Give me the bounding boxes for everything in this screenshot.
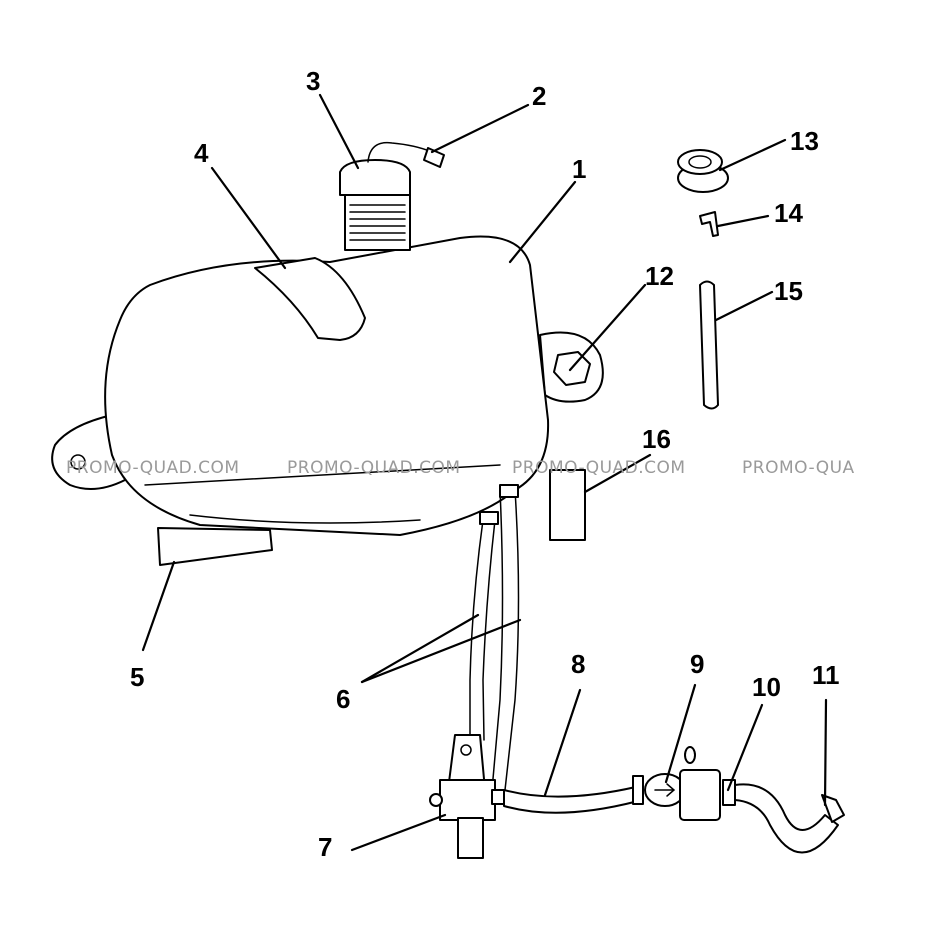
hose-b-right	[504, 489, 520, 791]
leader-5	[141, 560, 176, 652]
callout-2: 2	[532, 81, 546, 111]
tank-rear-mount-ear	[51, 414, 126, 490]
leader-16	[583, 453, 652, 494]
filter-nipple	[684, 746, 696, 764]
leader-14	[716, 214, 770, 228]
callout-4: 4	[194, 138, 209, 168]
tank-pad	[254, 257, 366, 341]
leader-2	[430, 103, 530, 154]
fuel-tank	[51, 235, 604, 536]
leader-12	[568, 283, 647, 372]
callout-14: 14	[774, 198, 803, 228]
hose-clamp-a	[479, 511, 499, 525]
filler-neck	[344, 189, 411, 251]
tap-screw	[429, 793, 443, 807]
callout-5: 5	[130, 662, 144, 692]
callout-12: 12	[645, 261, 674, 291]
leader-3	[318, 93, 360, 170]
hose-clamp-b	[499, 484, 519, 498]
leader-6a	[360, 613, 480, 684]
callout-13: 13	[790, 126, 819, 156]
callout-numbers: 1 2 3 4 5 6 7 8 9 10 11 12 13 14 15 16	[130, 66, 840, 862]
outlet-hose	[734, 783, 839, 854]
leader-1	[508, 180, 577, 264]
leader-7	[350, 813, 447, 852]
tap-lever	[457, 817, 484, 859]
filter-body	[679, 769, 721, 821]
hose-a-left	[469, 519, 484, 741]
leader-6b	[360, 618, 522, 684]
clamp-10	[722, 779, 736, 806]
breather-hose	[367, 141, 433, 163]
cap-top	[339, 159, 411, 196]
tube-15	[699, 280, 719, 410]
leader-13	[718, 138, 787, 172]
watermark-1: PROMO-QUAD.COM	[66, 458, 240, 478]
hose-clamp-8	[632, 775, 644, 805]
hose-b-left	[491, 489, 504, 791]
tap-outlet	[491, 789, 505, 805]
tank-body	[104, 235, 550, 536]
callout-8: 8	[571, 649, 585, 679]
leader-11	[823, 698, 828, 807]
watermarks: PROMO-QUAD.COM PROMO-QUAD.COM PROMO-QUAD…	[66, 458, 855, 478]
leader-10	[726, 703, 764, 792]
breather-hose-end	[423, 147, 445, 168]
tank-bottom-contour	[189, 514, 421, 524]
watermark-3: PROMO-QUAD.COM	[512, 458, 686, 478]
callout-9: 9	[690, 649, 704, 679]
callout-11: 11	[812, 660, 840, 690]
watermark-2: PROMO-QUAD.COM	[287, 458, 461, 478]
leader-8	[543, 688, 582, 797]
hose-a-right	[482, 519, 496, 741]
fuel-filter	[644, 746, 721, 821]
tap-body	[439, 779, 496, 821]
filler-threads	[349, 204, 406, 241]
mount-hole	[70, 454, 86, 470]
leader-lines	[141, 93, 828, 852]
watermark-4: PROMO-QUA	[742, 458, 855, 478]
grommet	[677, 149, 729, 193]
callout-6: 6	[336, 684, 350, 714]
tank-seam	[144, 464, 501, 486]
callout-3: 3	[306, 66, 320, 96]
leader-9	[664, 683, 697, 784]
callout-10: 10	[752, 672, 781, 702]
clip-11	[821, 794, 845, 823]
leader-4	[210, 166, 287, 270]
block-16	[549, 469, 586, 541]
callout-15: 15	[774, 276, 803, 306]
callout-16: 16	[642, 424, 671, 454]
leader-15	[714, 290, 774, 322]
fuel-tap	[429, 734, 505, 859]
callout-7: 7	[318, 832, 332, 862]
clip-14	[699, 211, 719, 237]
fuel-hoses	[469, 484, 520, 791]
lower-plate	[157, 527, 273, 566]
callout-1: 1	[572, 154, 586, 184]
filler-cap	[339, 159, 411, 251]
hose-8	[503, 785, 643, 814]
